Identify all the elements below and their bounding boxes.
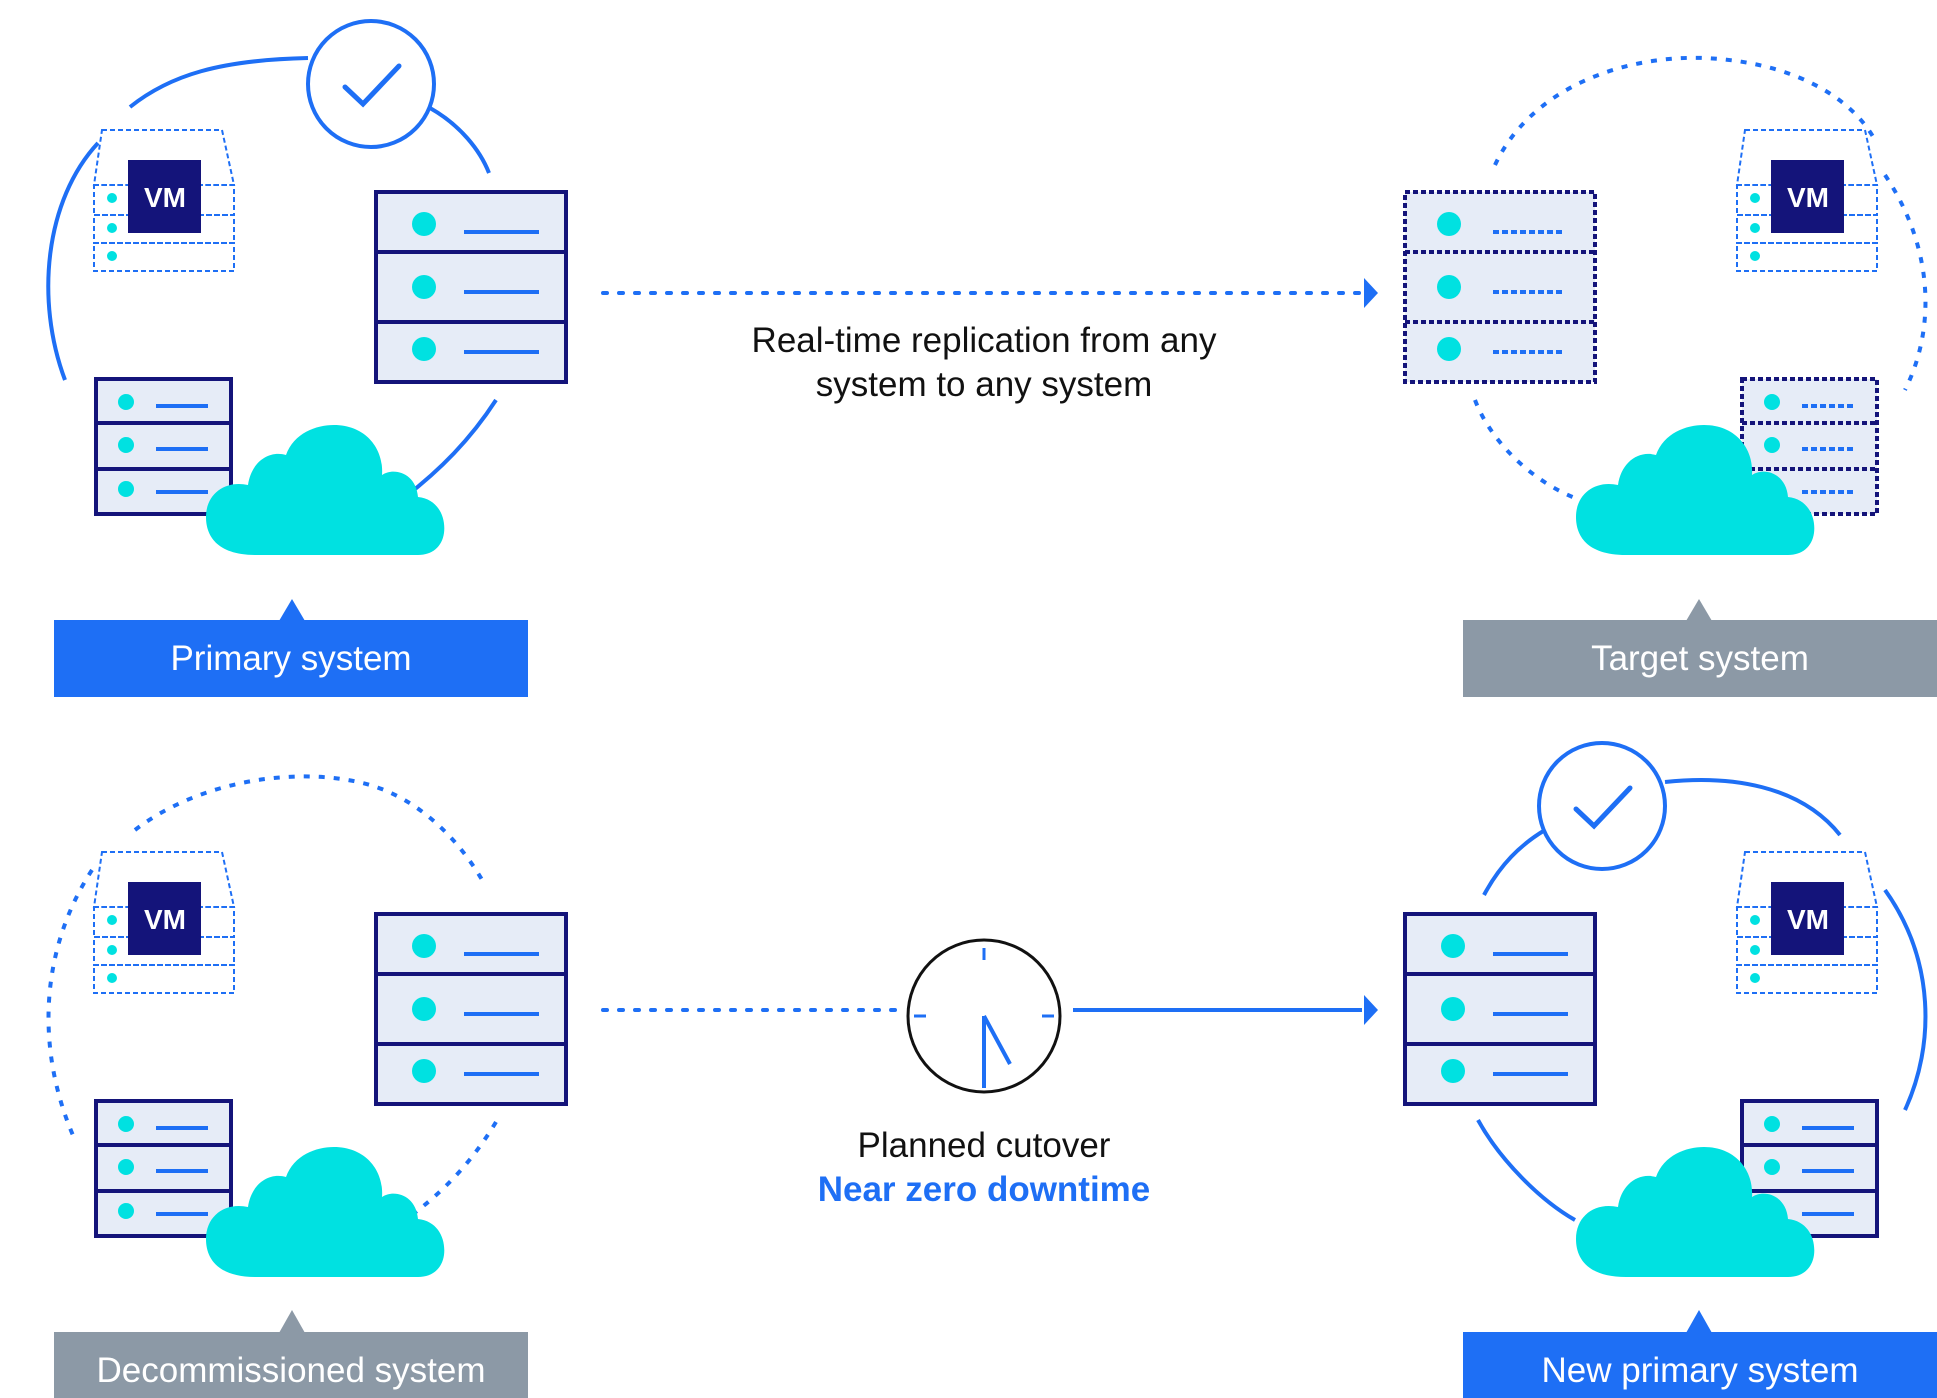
server-rack-icon — [374, 190, 568, 384]
target-ring — [1473, 55, 1928, 500]
server-rack-dashed-icon — [1403, 190, 1597, 384]
decommissioned-system-badge: Decommissioned system — [54, 1310, 528, 1398]
server-rack-icon — [374, 912, 568, 1106]
vm-label: VM — [144, 904, 186, 935]
vm-label: VM — [144, 182, 186, 213]
server-rack-icon — [1403, 912, 1597, 1106]
replication-connector: Real-time replication from any system to… — [601, 278, 1378, 404]
target-system-badge: Target system — [1463, 599, 1937, 697]
primary-system-group: VM Primary system — [46, 21, 568, 697]
new-primary-ring — [1476, 778, 1928, 1222]
new-primary-system-label: New primary system — [1542, 1351, 1859, 1390]
check-icon — [1539, 743, 1665, 869]
vm-stack-icon: VM — [93, 129, 235, 272]
arrowhead-icon — [1364, 995, 1378, 1025]
vm-stack-icon: VM — [1736, 851, 1878, 994]
replication-text-line1: Real-time replication from any — [752, 321, 1217, 360]
target-system-group: VM Target system — [1403, 55, 1937, 697]
primary-system-label: Primary system — [170, 639, 411, 678]
primary-system-badge: Primary system — [54, 599, 528, 697]
primary-ring — [46, 56, 498, 499]
replication-text-line2: system to any system — [816, 365, 1152, 404]
cloud-icon — [206, 1147, 445, 1277]
check-icon — [308, 21, 434, 147]
decommissioned-system-label: Decommissioned system — [97, 1351, 486, 1390]
decommissioned-system-group: VM Decommissioned system — [46, 774, 568, 1398]
small-server-icon — [94, 1099, 233, 1238]
cutover-text-line1: Planned cutover — [858, 1126, 1111, 1165]
vm-label: VM — [1787, 904, 1829, 935]
new-primary-system-group: VM New primary system — [1403, 743, 1937, 1398]
vm-stack-icon: VM — [1736, 129, 1878, 272]
cloud-icon — [206, 425, 445, 555]
cutover-text-line2: Near zero downtime — [818, 1170, 1151, 1209]
vm-stack-icon: VM — [93, 851, 235, 994]
arrowhead-icon — [1364, 278, 1378, 308]
cutover-connector: Planned cutover Near zero downtime — [601, 938, 1378, 1209]
new-primary-system-badge: New primary system — [1463, 1310, 1937, 1398]
small-server-icon — [94, 377, 233, 516]
target-system-label: Target system — [1591, 639, 1809, 678]
vm-label: VM — [1787, 182, 1829, 213]
clock-icon — [906, 938, 1062, 1094]
